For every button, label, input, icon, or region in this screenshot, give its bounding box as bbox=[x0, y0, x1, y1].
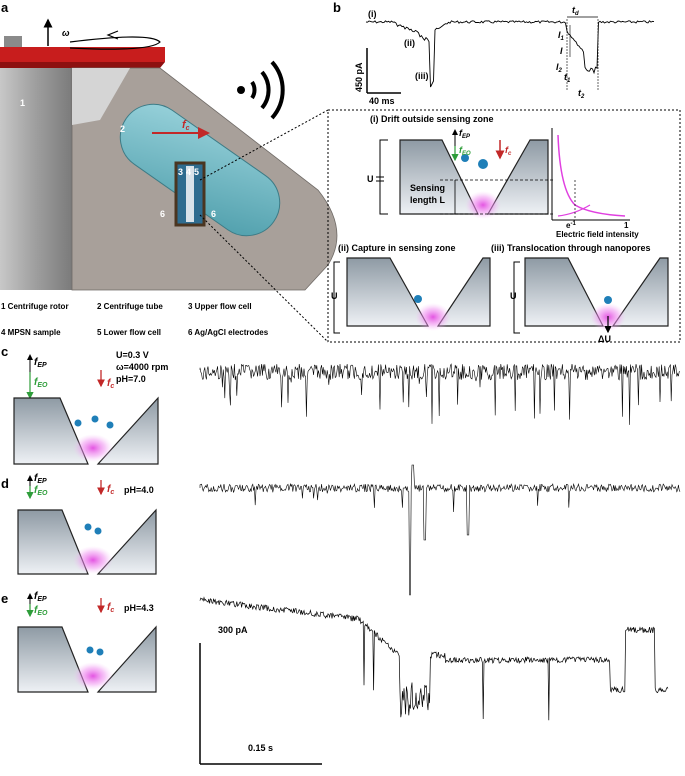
legend-6: 6 Ag/AgCl electrodes bbox=[188, 328, 269, 337]
legend-4: 4 MPSN sample bbox=[1, 328, 61, 337]
trace-d bbox=[199, 464, 681, 596]
num-1: 1 bbox=[20, 98, 25, 108]
svg-text:I1: I1 bbox=[558, 30, 565, 42]
c-voltage: U=0.3 V bbox=[116, 350, 149, 360]
e-inv-label: e-1 bbox=[566, 221, 576, 230]
num-6b: 6 bbox=[211, 209, 216, 219]
trace-b bbox=[365, 20, 655, 88]
zoom-title-i: (i) Drift outside sensing zone bbox=[370, 114, 494, 124]
svg-text:fc: fc bbox=[107, 602, 114, 614]
pore-diagram-ii: U bbox=[331, 257, 491, 334]
scale-bars-e: 300 pA 0.15 s bbox=[199, 625, 322, 765]
svg-text:fEO: fEO bbox=[459, 145, 471, 157]
legend-2: 2 Centrifuge tube bbox=[97, 302, 163, 311]
sensing-length-label: length L bbox=[410, 195, 445, 205]
rotor-plate-edge bbox=[0, 62, 165, 68]
field-xlabel: Electric field intensity bbox=[556, 230, 639, 239]
svg-text:fc: fc bbox=[107, 484, 114, 496]
svg-text:fEO: fEO bbox=[34, 605, 48, 617]
panel-e-schematic: e fEP fEO fc pH=4.3 bbox=[1, 591, 157, 693]
panel-label-d: d bbox=[1, 476, 9, 491]
zoom-title-iii: (iii) Translocation through nanopores bbox=[491, 243, 651, 253]
panel-b: b (i) (ii) (iii) 450 pA 40 ms td I I1 I2… bbox=[327, 0, 681, 344]
num-2: 2 bbox=[120, 124, 125, 134]
label-ii: (ii) bbox=[404, 38, 415, 48]
panel-c-schematic: c fEP fEO fc U=0.3 V ω=4000 rpm pH=7.0 bbox=[1, 344, 168, 465]
scale-x-label-b: 40 ms bbox=[369, 96, 395, 106]
svg-text:fEO: fEO bbox=[34, 485, 48, 497]
c-ph: pH=7.0 bbox=[116, 374, 146, 384]
scale-y-label-b: 450 pA bbox=[354, 62, 364, 92]
svg-text:fEP: fEP bbox=[459, 128, 471, 140]
omega-label: ω bbox=[62, 28, 70, 38]
panel-label-a: a bbox=[1, 0, 9, 15]
rotor-cap bbox=[4, 36, 22, 48]
legend-3: 3 Upper flow cell bbox=[188, 302, 252, 311]
wireless-signal-icon bbox=[237, 60, 285, 120]
zoom-title-ii: (ii) Capture in sensing zone bbox=[338, 243, 456, 253]
field-intensity-plot: e-1 1 Electric field intensity bbox=[551, 128, 639, 239]
scale-y-label-e: 300 pA bbox=[218, 625, 248, 635]
num-6a: 6 bbox=[160, 209, 165, 219]
svg-text:I: I bbox=[560, 46, 563, 56]
sensing-label: Sensing bbox=[410, 183, 445, 193]
svg-text:fEP: fEP bbox=[34, 473, 47, 485]
num-4: 4 bbox=[186, 167, 191, 177]
svg-text:fc: fc bbox=[505, 145, 512, 157]
event-annotation: td I I1 I2 t1 t2 bbox=[556, 5, 599, 100]
svg-text:t1: t1 bbox=[564, 72, 571, 84]
c-omega: ω=4000 rpm bbox=[116, 362, 168, 372]
e-ph: pH=4.3 bbox=[124, 603, 154, 613]
num-5: 5 bbox=[194, 167, 199, 177]
pore-diagram-i: U Sensing length L fEP fEO fc bbox=[367, 128, 555, 219]
one-label: 1 bbox=[624, 221, 629, 230]
panel-label-e: e bbox=[1, 591, 8, 606]
trace-c bbox=[199, 363, 681, 425]
svg-text:fc: fc bbox=[107, 378, 114, 390]
panel-label-c: c bbox=[1, 344, 8, 359]
trace-e bbox=[199, 596, 669, 721]
U-label-ii: U bbox=[331, 291, 338, 301]
mpsn-sample-chip bbox=[186, 166, 194, 222]
centrifuge-rotor-plate bbox=[0, 47, 165, 62]
svg-text:t2: t2 bbox=[578, 88, 585, 100]
pore-diagram-iii: U ΔU bbox=[510, 257, 669, 344]
scale-x-label-e: 0.15 s bbox=[248, 743, 273, 753]
panel-d-schematic: d fEP fEO fc pH=4.0 bbox=[1, 473, 157, 575]
num-3: 3 bbox=[178, 167, 183, 177]
housing-highlight bbox=[72, 68, 130, 125]
svg-text:td: td bbox=[572, 5, 579, 17]
legend-1: 1 Centrifuge rotor bbox=[1, 302, 69, 311]
fc-label: fc bbox=[182, 119, 190, 132]
svg-text:fEP: fEP bbox=[34, 591, 47, 603]
label-iii: (iii) bbox=[415, 71, 429, 81]
zoom-box bbox=[327, 109, 681, 343]
U-label-iii: U bbox=[510, 291, 517, 301]
svg-text:fEO: fEO bbox=[34, 377, 48, 389]
rotation-arrowhead bbox=[106, 30, 119, 40]
delta-U-label: ΔU bbox=[598, 334, 611, 344]
legend-5: 5 Lower flow cell bbox=[97, 328, 161, 337]
zoom-line-top bbox=[199, 109, 329, 181]
panel-label-b: b bbox=[333, 0, 341, 15]
rotation-arc bbox=[69, 36, 161, 50]
svg-text:I2: I2 bbox=[556, 62, 563, 74]
zoom-U-label: U bbox=[367, 174, 374, 184]
label-i: (i) bbox=[368, 9, 377, 19]
panel-a: a ω fc 1 2 3 4 bbox=[0, 0, 338, 343]
d-ph: pH=4.0 bbox=[124, 485, 154, 495]
rotor-column bbox=[0, 60, 72, 290]
svg-text:fEP: fEP bbox=[34, 357, 47, 369]
